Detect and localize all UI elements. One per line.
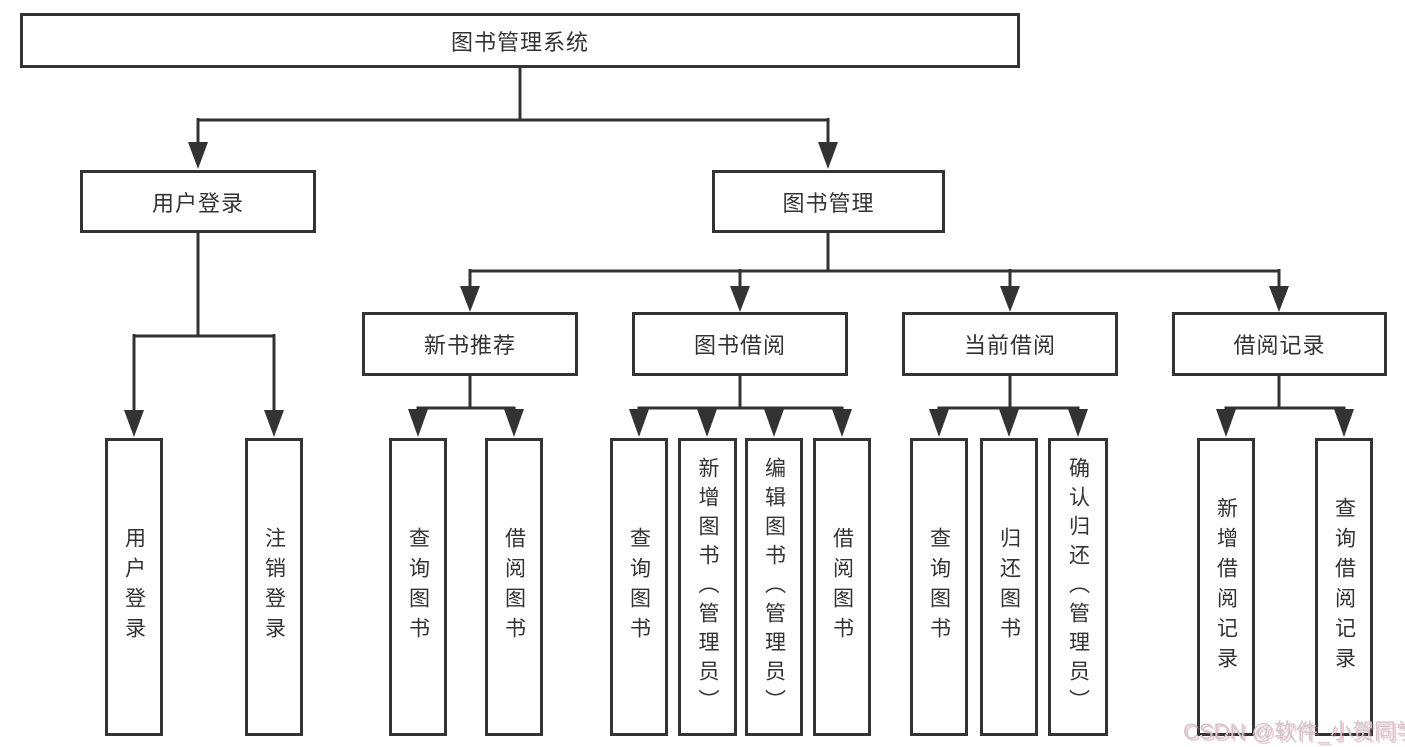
leaf-borrow-query-books: 查询图书	[610, 438, 668, 736]
leaf-current-query-books: 查询图书	[910, 438, 968, 736]
leaf-label: 确认归还（管理员）	[1066, 456, 1090, 718]
leaf-label: 查询借阅记录	[1332, 497, 1356, 677]
node-new-book-recommend: 新书推荐	[362, 312, 578, 376]
node-book-management: 图书管理	[712, 170, 945, 233]
leaf-edit-books-admin: 编辑图书（管理员）	[745, 438, 803, 736]
node-label: 当前借阅	[963, 333, 1056, 358]
leaf-user-login: 用户登录	[105, 438, 163, 736]
node-borrow-records: 借阅记录	[1172, 312, 1387, 376]
leaf-borrow-books: 借阅图书	[813, 438, 871, 736]
leaf-logout: 注销登录	[245, 438, 303, 736]
leaf-add-borrow-record: 新增借阅记录	[1197, 438, 1255, 736]
leaf-label: 新增图书（管理员）	[696, 456, 719, 718]
leaf-confirm-return-admin: 确认归还（管理员）	[1048, 438, 1108, 736]
leaf-recommend-borrow-books: 借阅图书	[485, 438, 543, 736]
leaf-label: 查询图书	[927, 527, 951, 647]
leaf-label: 编辑图书（管理员）	[762, 456, 786, 718]
leaf-label: 借阅图书	[830, 527, 854, 647]
node-label: 图书借阅	[693, 333, 786, 358]
leaf-label: 查询图书	[627, 527, 651, 647]
node-label: 借阅记录	[1233, 333, 1326, 358]
node-label: 新书推荐	[423, 333, 516, 358]
arrowhead-icons	[124, 142, 1354, 437]
leaf-label: 归还图书	[997, 527, 1021, 647]
node-label: 用户登录	[151, 190, 244, 216]
leaf-return-books: 归还图书	[980, 438, 1038, 736]
node-label: 图书管理系统	[450, 29, 589, 55]
leaf-query-borrow-record: 查询借阅记录	[1315, 438, 1373, 736]
node-book-borrow: 图书借阅	[632, 312, 848, 376]
leaf-label: 借阅图书	[502, 527, 526, 647]
node-current-borrow: 当前借阅	[902, 312, 1118, 376]
node-root-system: 图书管理系统	[20, 13, 1020, 68]
leaf-recommend-query-books: 查询图书	[389, 438, 447, 736]
leaf-label: 注销登录	[262, 527, 286, 647]
node-label: 图书管理	[782, 190, 875, 216]
leaf-add-books-admin: 新增图书（管理员）	[678, 438, 737, 736]
csdn-watermark: CSDN @软件_小贺同学	[1183, 719, 1405, 744]
leaf-label: 查询图书	[406, 527, 430, 647]
node-user-login: 用户登录	[80, 170, 316, 233]
leaf-label: 用户登录	[122, 527, 146, 647]
leaf-label: 新增借阅记录	[1214, 497, 1238, 677]
